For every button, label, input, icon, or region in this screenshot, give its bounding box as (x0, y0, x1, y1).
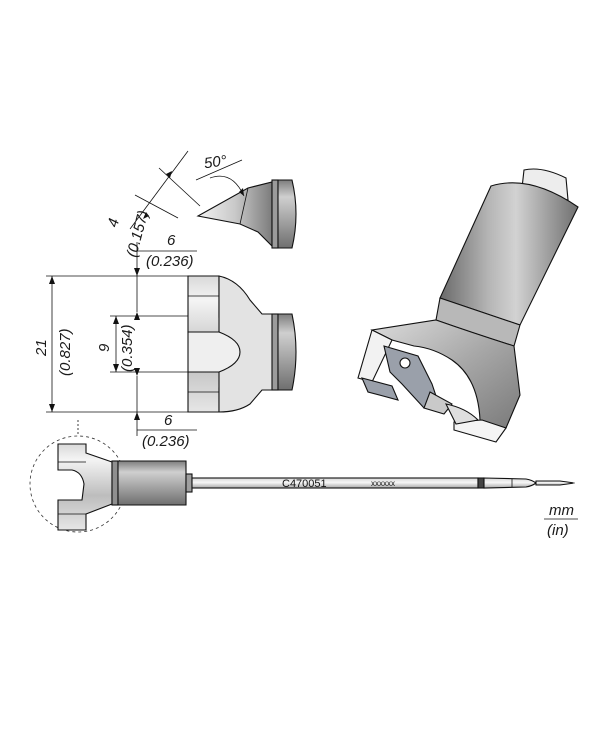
cartridge-overview: C470051 xxxxxx (29, 420, 575, 533)
dimension-bevel: 4 (0.157) (104, 150, 201, 259)
slot-in-label: (0.354) (119, 324, 136, 372)
dimension-top-width: 6 (0.236) (134, 232, 197, 320)
dimension-bottom-width: 6 (0.236) (134, 368, 197, 450)
height-mm-label: 21 (33, 339, 50, 357)
bevel-in-label: (0.157) (123, 209, 152, 259)
model-number: C470051 (282, 478, 327, 490)
units-secondary: (in) (547, 522, 569, 539)
units-primary: mm (549, 502, 574, 519)
slot-mm-label: 9 (96, 343, 113, 352)
dimension-slot: 9 (0.354) (96, 315, 188, 373)
top-width-in-label: (0.236) (146, 253, 194, 270)
units-legend: mm (in) (544, 502, 578, 539)
isometric-view (357, 168, 579, 443)
top-width-mm-label: 6 (167, 232, 176, 249)
bottom-width-in-label: (0.236) (142, 433, 190, 450)
height-in-label: (0.827) (57, 328, 74, 376)
bottom-width-mm-label: 6 (164, 412, 173, 429)
angle-label: 50° (203, 152, 228, 172)
dimension-angle: 50° (195, 152, 245, 197)
dimension-height: 21 (0.827) (33, 275, 188, 413)
batch-code: xxxxxx (371, 479, 395, 488)
front-view-fork (187, 275, 297, 413)
side-view-tip (196, 179, 297, 249)
bevel-mm-label: 4 (104, 217, 123, 229)
